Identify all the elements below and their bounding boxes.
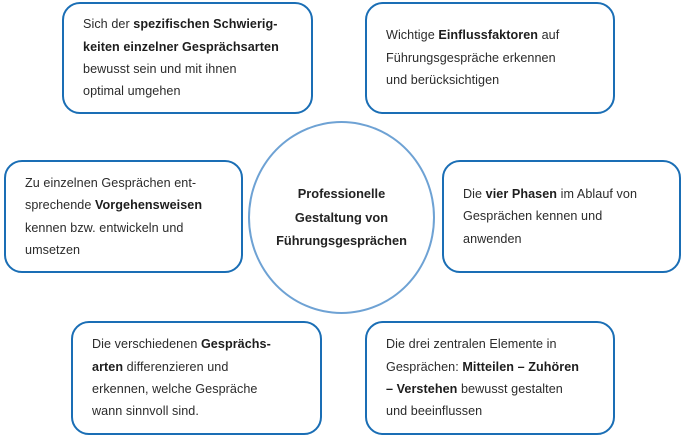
node-middle-left[interactable]: Zu einzelnen Gesprächen ent-sprechende V… — [4, 160, 243, 273]
node-top-left[interactable]: Sich der spezifischen Schwierig-keiten e… — [62, 2, 313, 114]
node-top-left-text: Sich der spezifischen Schwierig-keiten e… — [83, 17, 279, 99]
node-middle-left-text: Zu einzelnen Gesprächen ent-sprechende V… — [25, 175, 203, 257]
node-bottom-left[interactable]: Die verschiedenen Gesprächs-arten differ… — [71, 321, 322, 435]
node-bottom-left-text: Die verschiedenen Gesprächs-arten differ… — [92, 337, 271, 419]
